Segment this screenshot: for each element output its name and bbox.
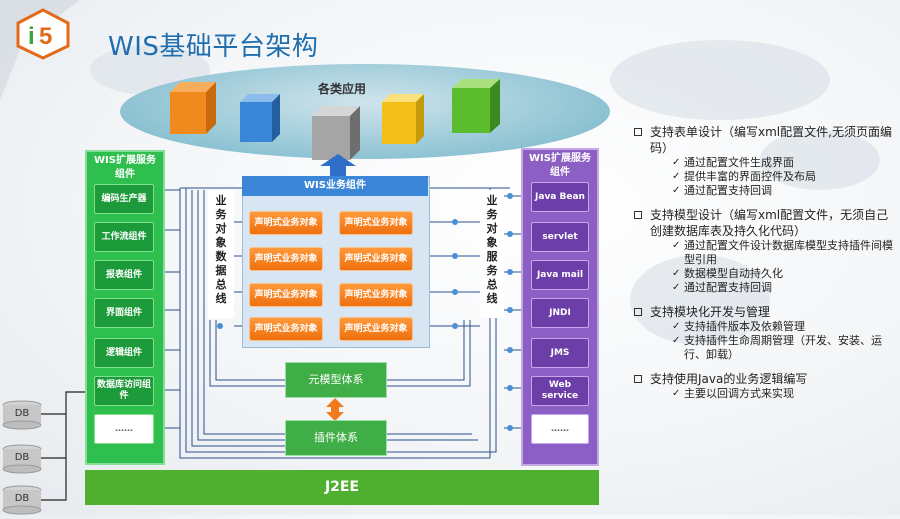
- check-icon: ✓: [672, 240, 681, 251]
- business-object: 声明式业务对象: [339, 283, 413, 307]
- cube-orange: [170, 82, 216, 134]
- right-extension-column: WIS扩展服务组件 Java Bean servlet Java mail JN…: [521, 148, 599, 466]
- service-bus-text: 业务对象服务总线: [486, 194, 498, 305]
- feature-title: 支持模型设计（编写xml配置文件，无须自己创建数据库表及持久化代码）: [650, 208, 889, 238]
- component-ui: 界面组件: [94, 298, 154, 328]
- feature-modular-dev: 支持模块化开发与管理 ✓支持插件版本及依赖管理 ✓支持插件生命周期管理（开发、安…: [632, 304, 894, 362]
- feature-item: ✓支持插件版本及依赖管理: [672, 320, 805, 333]
- applications-label: 各类应用: [318, 82, 367, 96]
- feature-item: ✓支持插件生命周期管理（开发、安装、运行、卸载）: [672, 334, 882, 361]
- business-object: 声明式业务对象: [339, 247, 413, 271]
- business-object: 声明式业务对象: [249, 317, 323, 341]
- cube-gray: [312, 106, 360, 160]
- check-icon: ✓: [672, 321, 681, 332]
- application-cubes: [170, 79, 500, 160]
- feature-title: 支持表单设计（编写xml配置文件,无须页面编码）: [650, 125, 892, 155]
- feature-list: 支持表单设计（编写xml配置文件,无须页面编码） ✓通过配置文件生成界面 ✓提供…: [632, 124, 894, 410]
- cube-green: [452, 79, 500, 133]
- data-bus-label: 业务对象数据总线: [208, 190, 234, 318]
- check-icon: ✓: [672, 388, 681, 399]
- feature-title: 支持使用Java的业务逻辑编写: [650, 372, 808, 386]
- database-label: DB: [14, 493, 30, 504]
- left-column-title: WIS扩展服务组件: [94, 155, 156, 180]
- check-icon: ✓: [672, 171, 681, 182]
- feature-java-logic: 支持使用Java的业务逻辑编写 ✓主要以回调方式来实现: [632, 371, 894, 401]
- j2ee-base: J2EE: [85, 470, 599, 505]
- square-bullet-icon: [634, 128, 642, 136]
- check-icon: ✓: [672, 157, 681, 168]
- database-label: DB: [14, 452, 30, 463]
- feature-title: 支持模块化开发与管理: [650, 305, 771, 319]
- service-bus-label: 业务对象服务总线: [480, 190, 504, 318]
- cube-blue: [240, 94, 280, 142]
- database-icon: DB: [2, 400, 42, 430]
- component-more: ……: [94, 414, 154, 444]
- feature-item: ✓数据模型自动持久化: [672, 267, 783, 280]
- database-icon: DB: [2, 444, 42, 474]
- component-report: 报表组件: [94, 260, 154, 290]
- feature-item: ✓通过配置文件生成界面: [672, 156, 794, 169]
- svg-text:5: 5: [39, 23, 52, 50]
- feature-item: ✓通过配置支持回调: [672, 184, 772, 197]
- square-bullet-icon: [634, 211, 642, 219]
- check-icon: ✓: [672, 268, 681, 279]
- service-more: ……: [531, 414, 589, 444]
- core-title: WIS业务组件: [242, 176, 428, 196]
- page-title: WIS基础平台架构: [108, 32, 319, 62]
- up-arrow-icon: [320, 154, 356, 178]
- left-extension-column: WIS扩展服务组件 编码生产器 工作流组件 报表组件 界面组件 逻辑组件 数据库…: [85, 150, 165, 465]
- business-object: 声明式业务对象: [249, 283, 323, 307]
- component-db-access: 数据库访问组件: [94, 376, 154, 406]
- right-column-title: WIS扩展服务组件: [529, 153, 591, 178]
- plugin-system: 插件体系: [285, 420, 387, 456]
- feature-model-design: 支持模型设计（编写xml配置文件，无须自己创建数据库表及持久化代码） ✓通过配置…: [632, 207, 894, 295]
- business-object: 声明式业务对象: [249, 247, 323, 271]
- company-logo: i 5: [12, 8, 74, 60]
- service-java-mail: Java mail: [531, 260, 589, 290]
- component-logic: 逻辑组件: [94, 338, 154, 368]
- feature-form-design: 支持表单设计（编写xml配置文件,无须页面编码） ✓通过配置文件生成界面 ✓提供…: [632, 124, 894, 198]
- data-bus-text: 业务对象数据总线: [215, 194, 227, 305]
- feature-item: ✓主要以回调方式来实现: [672, 387, 794, 400]
- svg-text:i: i: [28, 23, 35, 50]
- business-object: 声明式业务对象: [339, 317, 413, 341]
- business-object: 声明式业务对象: [249, 211, 323, 235]
- square-bullet-icon: [634, 375, 642, 383]
- feature-item: ✓提供丰富的界面控件及布局: [672, 170, 816, 183]
- check-icon: ✓: [672, 335, 681, 346]
- service-servlet: servlet: [531, 222, 589, 252]
- component-workflow: 工作流组件: [94, 222, 154, 252]
- service-web-service: Web service: [531, 376, 589, 406]
- component-code-generator: 编码生产器: [94, 184, 154, 214]
- core-business-component: 声明式业务对象 声明式业务对象 声明式业务对象 声明式业务对象 声明式业务对象 …: [242, 176, 430, 348]
- cube-yellow: [382, 94, 424, 144]
- feature-item: ✓通过配置文件设计数据库模型支持插件间模型引用: [672, 239, 893, 266]
- service-jms: JMS: [531, 338, 589, 368]
- database-label: DB: [14, 408, 30, 419]
- feature-item: ✓通过配置支持回调: [672, 281, 772, 294]
- check-icon: ✓: [672, 185, 681, 196]
- database-icon: DB: [2, 485, 42, 515]
- check-icon: ✓: [672, 282, 681, 293]
- business-object: 声明式业务对象: [339, 211, 413, 235]
- meta-model-system: 元模型体系: [285, 362, 387, 398]
- service-jndi: JNDI: [531, 298, 589, 328]
- service-java-bean: Java Bean: [531, 182, 589, 212]
- square-bullet-icon: [634, 308, 642, 316]
